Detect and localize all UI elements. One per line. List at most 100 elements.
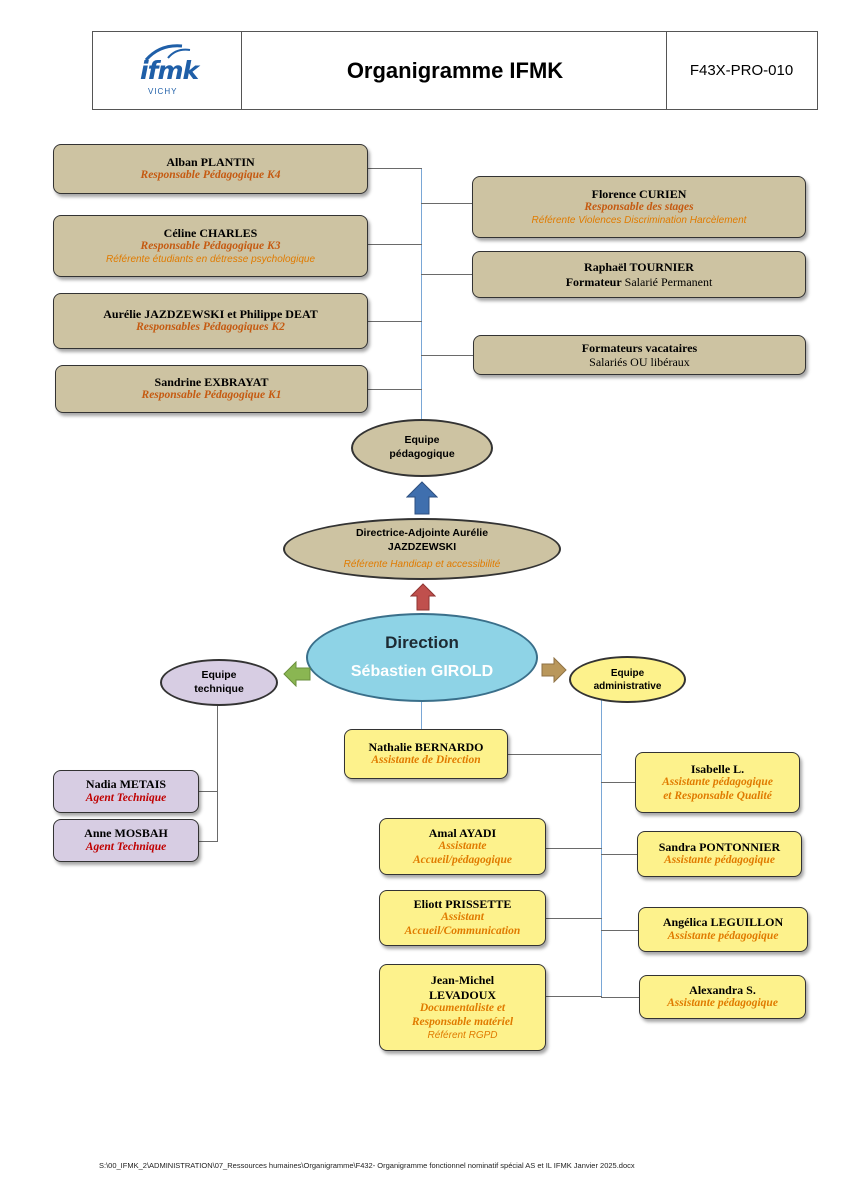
- arrow-up-red-icon: [410, 583, 436, 611]
- person-role-line: Formateur Salarié Permanent: [566, 275, 713, 289]
- box-mosbah: Anne MOSBAH Agent Technique: [53, 819, 199, 862]
- connector-mosbah: [199, 841, 218, 842]
- box-pontonnier: Sandra PONTONNIER Assistante pédagogique: [637, 831, 802, 877]
- directrice-sub: Référente Handicap et accessibilité: [343, 558, 501, 570]
- person-extra: Référente Violences Discrimination Harcè…: [531, 215, 747, 227]
- person-name: Florence CURIEN: [591, 186, 687, 201]
- box-charles: Céline CHARLES Responsable Pédagogique K…: [53, 215, 368, 277]
- person-role-1: Assistante pédagogique: [667, 929, 779, 942]
- box-plantin: Alban PLANTIN Responsable Pédagogique K4: [53, 144, 368, 194]
- person-role-bold: Formateur: [565, 274, 622, 289]
- person-role: Agent Technique: [85, 840, 167, 853]
- connector-bernardo: [508, 754, 602, 755]
- header-table: ifmk VICHY Organigramme IFMK F43X-PRO-01…: [92, 31, 818, 110]
- code-cell: [666, 32, 817, 109]
- person-role-rest: Salarié Permanent: [624, 274, 713, 289]
- person-role-1: Assistant: [441, 911, 484, 924]
- box-exbrayat: Sandrine EXBRAYAT Responsable Pédagogiqu…: [55, 365, 368, 413]
- person-name: Isabelle L.: [690, 761, 745, 776]
- person-extra: Référent RGPD: [427, 1029, 498, 1041]
- box-levadoux: Jean-Michel LEVADOUX Documentaliste et R…: [379, 964, 546, 1051]
- person-extra: Référente étudiants en détresse psycholo…: [105, 254, 316, 266]
- logo-cell: ifmk VICHY: [93, 32, 242, 109]
- person-name: Céline CHARLES: [163, 225, 258, 240]
- box-alexandra: Alexandra S. Assistante pédagogique: [639, 975, 806, 1019]
- equipe-technique-node: Equipe technique: [160, 659, 278, 706]
- box-ayadi: Amal AYADI Assistante Accueil/pédagogiqu…: [379, 818, 546, 875]
- document-code: F43X-PRO-010: [689, 62, 794, 79]
- person-role: Responsable Pédagogique K4: [140, 169, 281, 182]
- person-role-1: Assistante pédagogique: [664, 854, 775, 867]
- connector-ayadi: [546, 848, 602, 849]
- person-role-2: Responsable matériel: [411, 1015, 514, 1028]
- connector-charles: [368, 244, 422, 245]
- person-role: Responsables Pédagogiques K2: [136, 321, 285, 334]
- person-role-2: Accueil/pédagogique: [412, 853, 512, 866]
- node-line1: Equipe: [610, 667, 645, 679]
- box-bernardo: Nathalie BERNARDO Assistante de Directio…: [344, 729, 508, 779]
- directrice-node: Directrice-Adjointe Aurélie JAZDZEWSKI R…: [283, 518, 561, 580]
- node-line2: technique: [194, 682, 244, 695]
- group-name: Formateurs vacataires: [581, 340, 698, 355]
- box-curien: Florence CURIEN Responsable des stages R…: [472, 176, 806, 238]
- person-name: Eliott PRISSETTE: [413, 897, 512, 911]
- logo-text: ifmk: [140, 56, 199, 85]
- connector-exbrayat: [368, 389, 422, 390]
- logo-sub: VICHY: [148, 87, 178, 96]
- ifmk-logo: ifmk VICHY: [138, 42, 199, 102]
- group-sub: Salariés OU libéraux: [589, 355, 690, 369]
- node-line1: Equipe: [404, 434, 440, 447]
- person-name: Raphaël TOURNIER: [584, 260, 694, 275]
- person-name: Aurélie JAZDZEWSKI et Philippe DEAT: [103, 306, 318, 321]
- logo-swoosh-icon: [144, 44, 191, 62]
- person-role-2: et Responsable Qualité: [663, 789, 772, 802]
- connector-tournier: [421, 274, 472, 275]
- connector-levadoux: [546, 996, 602, 997]
- page-title: Organigramme IFMK: [346, 57, 564, 83]
- person-role: Assistante de Direction: [371, 754, 481, 767]
- connector-vacataires: [421, 355, 473, 356]
- connector-jazdzewski: [368, 321, 422, 322]
- equipe-pedagogique-node: Equipe pédagogique: [351, 419, 493, 477]
- box-leguillon: Angélica LEGUILLON Assistante pédagogiqu…: [638, 907, 808, 952]
- person-role-2: Accueil/Communication: [404, 925, 521, 938]
- person-role: Agent Technique: [85, 791, 167, 804]
- person-name: Nathalie BERNARDO: [368, 739, 484, 754]
- person-name: Alban PLANTIN: [166, 154, 255, 169]
- connector-alexandra: [601, 997, 639, 998]
- directrice-line2: JAZDZEWSKI: [387, 541, 457, 553]
- box-tournier: Raphaël TOURNIER Formateur Salarié Perma…: [472, 251, 806, 298]
- node-line1: Equipe: [201, 668, 237, 681]
- box-isabelle: Isabelle L. Assistante pédagogique et Re…: [635, 752, 800, 813]
- person-role: Responsable des stages: [584, 201, 694, 214]
- arrow-up-blue-icon: [406, 481, 438, 515]
- person-role: Responsable Pédagogique K3: [140, 240, 281, 253]
- person-name: Anne MOSBAH: [84, 826, 168, 841]
- arrow-left-green-icon: [283, 661, 311, 687]
- person-name: Alexandra S.: [689, 982, 756, 997]
- direction-name: Sébastien GIROLD: [350, 663, 494, 681]
- arrow-right-gold-icon: [541, 657, 567, 683]
- person-name: Nadia METAIS: [85, 777, 167, 792]
- person-name: Amal AYADI: [428, 825, 497, 840]
- direction-title: Direction: [385, 633, 459, 653]
- person-role-1: Assistante pédagogique: [662, 775, 773, 788]
- connector-curien: [421, 203, 472, 204]
- person-name: Angélica LEGUILLON: [662, 915, 784, 930]
- box-jazdzewski-deat: Aurélie JAZDZEWSKI et Philippe DEAT Resp…: [53, 293, 368, 349]
- person-name-1: Jean-Michel: [430, 973, 495, 988]
- box-vacataires: Formateurs vacataires Salariés OU libéra…: [473, 335, 806, 375]
- direction-node: Direction Sébastien GIROLD: [306, 613, 538, 702]
- connector-leguillon: [601, 930, 638, 931]
- box-metais: Nadia METAIS Agent Technique: [53, 770, 199, 813]
- technique-trunk-line: [217, 705, 218, 842]
- connector-plantin: [368, 168, 422, 169]
- node-line2: pédagogique: [389, 448, 455, 460]
- directrice-line1: Directrice-Adjointe Aurélie: [355, 527, 489, 540]
- footer-file-path: S:\00_IFMK_2\ADMINISTRATION\07_Ressource…: [99, 1161, 635, 1170]
- equipe-administrative-node: Equipe administrative: [569, 656, 686, 703]
- connector-prissette: [546, 918, 602, 919]
- person-role-1: Documentaliste et: [419, 1002, 506, 1015]
- person-name: Sandra PONTONNIER: [658, 839, 781, 854]
- direction-down-line: [421, 700, 422, 730]
